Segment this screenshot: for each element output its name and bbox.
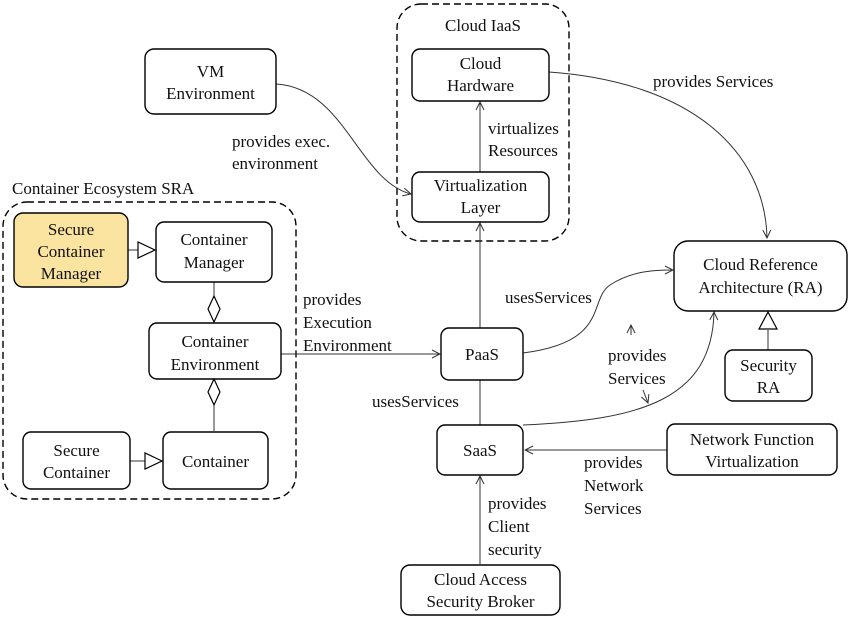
label-virtualizes-resources-line2: Resources bbox=[488, 141, 558, 160]
label-provides-exec-environment-line2: environment bbox=[232, 154, 318, 173]
node-container-environment[interactable]: Container Environment bbox=[148, 322, 282, 380]
edge-paas-to-cloud-ra bbox=[522, 270, 673, 354]
svg-text:Environment: Environment bbox=[166, 84, 255, 103]
label-provides-services-saas-line1: provides bbox=[608, 346, 667, 365]
node-secure-container-manager[interactable]: Secure Container Manager bbox=[13, 212, 129, 288]
svg-text:Security: Security bbox=[740, 356, 797, 375]
edge-small-arrow-down bbox=[643, 389, 648, 403]
node-paas[interactable]: PaaS bbox=[440, 327, 524, 381]
label-provides-client-security-line1: provides bbox=[488, 494, 547, 513]
cloud-iaas-package bbox=[396, 3, 570, 242]
label-provides-execution-environment-line3: Environment bbox=[303, 336, 392, 355]
container-ecosystem-package bbox=[2, 201, 297, 500]
label-virtualizes-resources-line1: virtualizes bbox=[488, 119, 559, 138]
node-cloud-hardware[interactable]: Cloud Hardware bbox=[411, 48, 550, 102]
node-vm-environment[interactable]: VM Environment bbox=[144, 48, 277, 115]
edge-vm-to-virtualization bbox=[275, 83, 411, 194]
svg-text:Cloud Access: Cloud Access bbox=[434, 570, 527, 589]
svg-text:Container: Container bbox=[43, 463, 110, 482]
edge-hardware-to-cloud-ra bbox=[548, 71, 767, 238]
svg-text:Container: Container bbox=[180, 230, 247, 249]
node-cloud-access-security-broker[interactable]: Cloud Access Security Broker bbox=[400, 564, 561, 616]
svg-text:Cloud: Cloud bbox=[460, 54, 502, 73]
label-provides-services-saas-line2: Services bbox=[608, 369, 666, 388]
node-saas[interactable]: SaaS bbox=[436, 424, 524, 476]
generalization-triangle-container-manager bbox=[137, 241, 157, 259]
generalization-triangle-cloud-ra bbox=[758, 310, 778, 330]
cloud-iaas-package-label: Cloud IaaS bbox=[445, 16, 521, 35]
label-provides-network-services-line1: provides bbox=[584, 453, 643, 472]
label-provides-execution-environment-line1: provides bbox=[303, 290, 362, 309]
svg-text:Container: Container bbox=[182, 452, 249, 471]
node-container[interactable]: Container bbox=[162, 431, 269, 490]
generalization-triangle-container bbox=[144, 452, 164, 470]
svg-text:Container: Container bbox=[37, 242, 104, 261]
svg-text:Secure: Secure bbox=[48, 220, 94, 239]
node-secure-container[interactable]: Secure Container bbox=[22, 431, 131, 490]
svg-text:Environment: Environment bbox=[171, 355, 260, 374]
svg-text:RA: RA bbox=[757, 378, 781, 397]
svg-text:SaaS: SaaS bbox=[463, 441, 497, 460]
label-provides-execution-environment-line2: Execution bbox=[303, 313, 372, 332]
svg-text:PaaS: PaaS bbox=[465, 345, 499, 364]
label-provides-client-security-line3: security bbox=[488, 540, 542, 559]
svg-text:Architecture (RA): Architecture (RA) bbox=[698, 278, 822, 297]
svg-text:Hardware: Hardware bbox=[447, 76, 514, 95]
svg-text:Layer: Layer bbox=[461, 198, 501, 217]
aggregation-diamond-container bbox=[207, 377, 221, 407]
svg-text:Container: Container bbox=[181, 332, 248, 351]
svg-text:Virtualization: Virtualization bbox=[434, 176, 528, 195]
svg-text:Secure: Secure bbox=[53, 441, 99, 460]
edge-saas-to-cloud-ra bbox=[522, 312, 714, 426]
label-provides-services: provides Services bbox=[653, 72, 773, 91]
svg-text:Manager: Manager bbox=[41, 264, 102, 283]
svg-text:Cloud Reference: Cloud Reference bbox=[703, 255, 818, 274]
svg-text:Network Function: Network Function bbox=[690, 430, 815, 449]
svg-text:Security Broker: Security Broker bbox=[426, 592, 534, 611]
label-provides-client-security-line2: Client bbox=[488, 517, 530, 536]
label-provides-network-services-line3: Services bbox=[584, 499, 642, 518]
node-cloud-reference-architecture[interactable]: Cloud Reference Architecture (RA) bbox=[673, 240, 848, 312]
node-network-function-virtualization[interactable]: Network Function Virtualization bbox=[666, 423, 838, 476]
node-security-ra[interactable]: Security RA bbox=[724, 349, 813, 402]
node-virtualization-layer[interactable]: Virtualization Layer bbox=[411, 171, 550, 223]
label-uses-services-paas: usesServices bbox=[505, 288, 592, 307]
container-ecosystem-package-label: Container Ecosystem SRA bbox=[12, 179, 195, 198]
label-provides-exec-environment-line1: provides exec. bbox=[232, 132, 330, 151]
label-uses-services-saas: usesServices bbox=[372, 392, 459, 411]
label-provides-network-services-line2: Network bbox=[584, 476, 644, 495]
aggregation-diamond-manager bbox=[207, 294, 221, 324]
svg-text:VM: VM bbox=[197, 62, 224, 81]
node-container-manager[interactable]: Container Manager bbox=[155, 221, 273, 283]
svg-text:Manager: Manager bbox=[184, 253, 245, 272]
svg-text:Virtualization: Virtualization bbox=[705, 452, 799, 471]
